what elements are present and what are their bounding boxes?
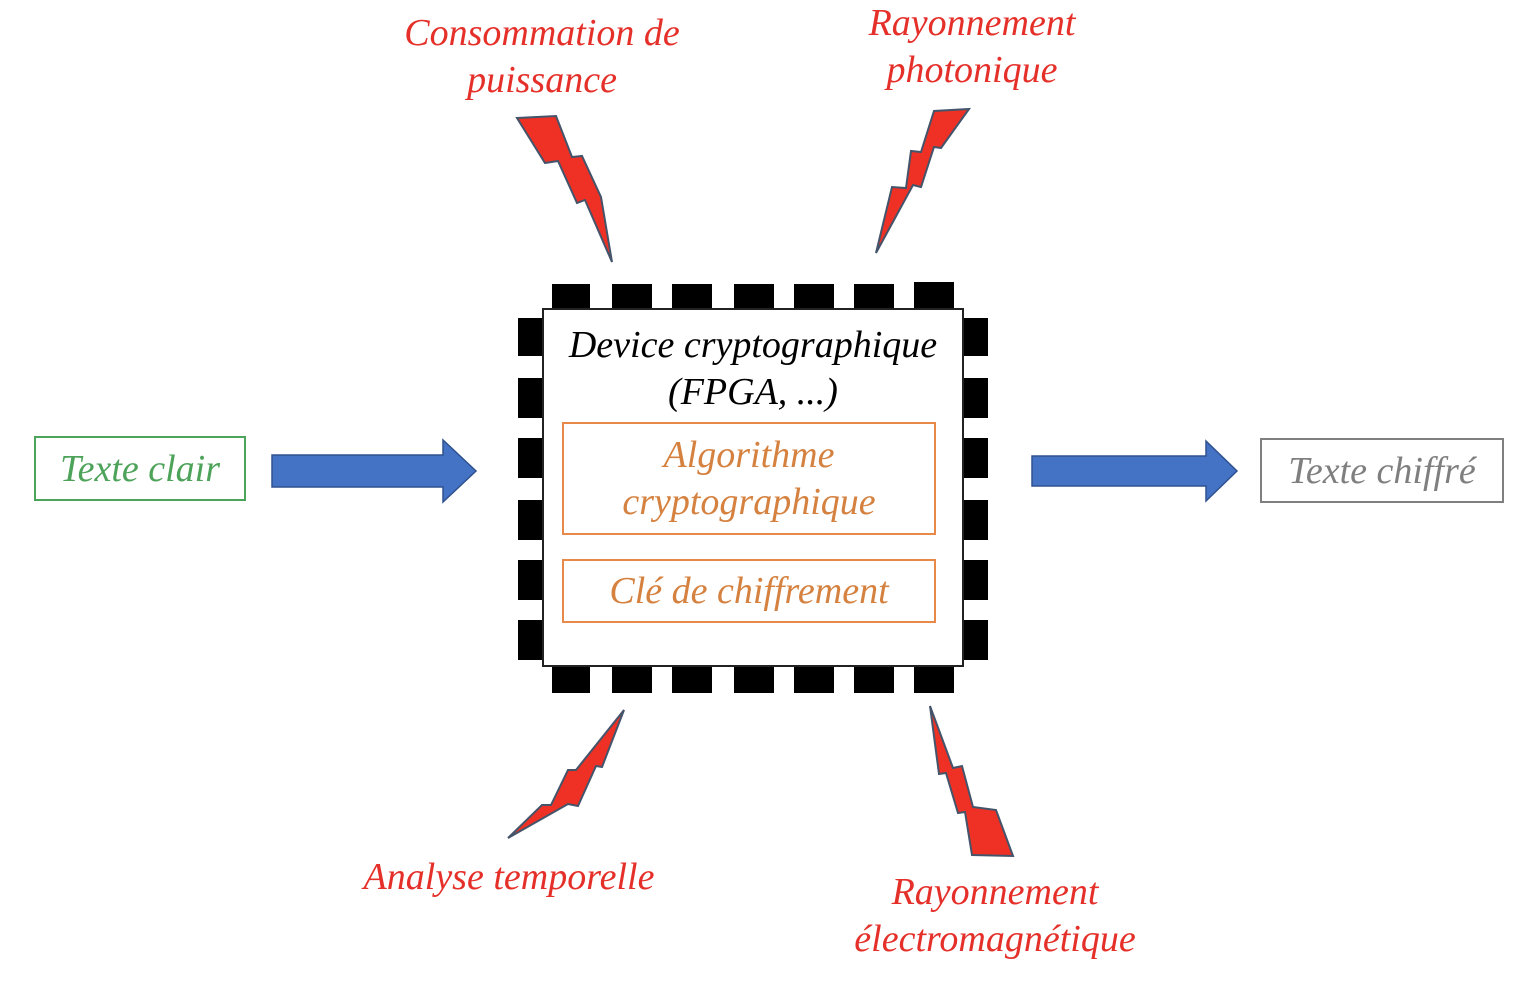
chip-pin-top: [612, 284, 652, 310]
chip-pin-top: [794, 284, 834, 310]
chip-pin-left: [518, 378, 544, 418]
key-box: Clé de chiffrement: [562, 559, 936, 623]
chip-pin-bottom: [794, 665, 834, 693]
device-title-line2: (FPGA, ...): [668, 371, 838, 413]
chip-pin-right: [962, 500, 988, 540]
chip-pin-left: [518, 318, 544, 356]
input-arrow-icon: [271, 438, 478, 504]
chip-pin-bottom: [552, 665, 590, 693]
chip-pin-left: [518, 620, 544, 660]
lightning-bolt-icon: [507, 709, 625, 839]
chip-pin-right: [962, 620, 988, 660]
chip-pin-top: [672, 284, 712, 310]
chip-pin-bottom: [734, 665, 774, 693]
chip-pin-right: [962, 438, 988, 478]
chip-pin-left: [518, 438, 544, 478]
output-arrow-icon: [1031, 439, 1239, 503]
chip-pin-bottom: [612, 665, 652, 693]
plaintext-label: Texte clair: [59, 447, 221, 490]
key-label: Clé de chiffrement: [609, 569, 889, 612]
chip-pin-bottom: [672, 665, 712, 693]
chip-pin-right: [962, 560, 988, 600]
chip-pin-top: [854, 284, 894, 310]
timing-line1: Analyse temporelle: [363, 856, 655, 898]
chip-body: [542, 308, 964, 667]
ciphertext-box: Texte chiffré: [1260, 438, 1504, 503]
chip-pin-bottom: [854, 665, 894, 693]
em-line2: électromagnétique: [854, 918, 1136, 960]
chip-pin-top: [552, 284, 590, 310]
chip-pin-right: [962, 318, 988, 356]
photonic-line1: Rayonnement: [868, 2, 1076, 44]
chip-pin-top: [734, 284, 774, 310]
photonic-line2: photonique: [886, 49, 1058, 91]
device-title-line1: Device cryptographique: [568, 324, 938, 366]
chip-pin-bottom: [914, 665, 954, 693]
lightning-bolt-icon: [515, 114, 613, 263]
photonic-radiation-label: Rayonnement photonique: [856, 0, 1088, 94]
power-consumption-label: Consommation de puissance: [394, 10, 690, 104]
power-line1: Consommation de: [404, 12, 680, 54]
electromagnetic-radiation-label: Rayonnement électromagnétique: [840, 869, 1150, 963]
chip-pin-top: [914, 282, 954, 310]
lightning-bolt-icon: [875, 107, 972, 254]
ciphertext-label: Texte chiffré: [1288, 449, 1476, 492]
algorithm-box: Algorithme cryptographique: [562, 422, 936, 535]
em-line1: Rayonnement: [891, 871, 1099, 913]
algorithm-line2: cryptographique: [622, 480, 876, 523]
algorithm-line1: Algorithme: [663, 433, 835, 476]
power-line2: puissance: [467, 59, 617, 101]
device-title: Device cryptographique (FPGA, ...): [542, 322, 964, 416]
chip-pin-right: [962, 378, 988, 418]
lightning-bolt-icon: [929, 705, 1015, 858]
timing-analysis-label: Analyse temporelle: [350, 854, 668, 901]
plaintext-box: Texte clair: [34, 436, 246, 501]
chip-pin-left: [518, 560, 544, 600]
chip-pin-left: [518, 500, 544, 540]
